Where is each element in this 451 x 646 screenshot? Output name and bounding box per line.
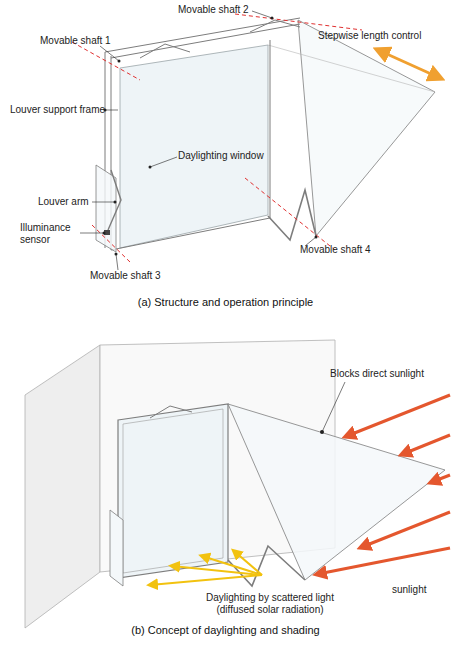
leader-line [150, 157, 177, 167]
leader-line [252, 11, 272, 18]
louver-panel [228, 404, 445, 580]
part-label: Movable shaft 4 [300, 244, 390, 256]
building-side [25, 345, 100, 628]
frame-rail [111, 218, 270, 250]
part-label: Movable shaft 1 [40, 35, 120, 47]
sun-ray [362, 512, 450, 547]
leader-dot [315, 236, 318, 239]
diffuse-ray [202, 556, 262, 575]
leader-dot [114, 201, 117, 204]
louver-arm [250, 20, 300, 32]
frame-rail [105, 18, 300, 52]
leader-dot [115, 253, 118, 256]
sun-ray [403, 435, 450, 454]
leader-dot [149, 166, 152, 169]
panel-a [72, 11, 440, 270]
panel-b [25, 340, 450, 628]
louver-arm [108, 170, 121, 230]
length-arrow [378, 50, 440, 78]
part-label: Louver arm [38, 196, 98, 208]
frame-rail [111, 24, 300, 58]
louver-panel [298, 20, 435, 236]
diffuse-ray [234, 551, 262, 575]
louver-panel [110, 510, 123, 586]
callout-label: Blocks direct sunlight [330, 368, 450, 380]
leader-line [80, 233, 104, 234]
window-frame [123, 409, 223, 573]
louver-arm [140, 44, 190, 58]
leader-dot [103, 232, 106, 235]
window-glass [118, 404, 228, 578]
leader-dot [271, 17, 274, 20]
figure-caption: (a) Structure and operation principle [0, 296, 451, 309]
part-label: Daylighting window [178, 150, 278, 162]
leader-dot [320, 430, 324, 434]
frame-post [270, 40, 271, 218]
leader-dot [118, 60, 121, 63]
part-label: Movable shaft 3 [90, 270, 180, 282]
leader-line [116, 254, 118, 270]
louver-arm [228, 546, 305, 586]
leader-line [92, 202, 115, 203]
sun-ray [318, 548, 450, 574]
leader-line [100, 46, 119, 61]
shaft-axis [72, 42, 140, 80]
leader-line [105, 110, 118, 111]
sun-ray [432, 475, 450, 482]
figure-caption: (b) Concept of daylighting and shading [0, 624, 451, 637]
part-label: Movable shaft 2 [178, 4, 258, 16]
louver-arm [150, 406, 192, 418]
ray-label: Daylighting by scattered light (diffused… [190, 592, 350, 616]
shaft-axis [92, 225, 130, 262]
control-label: Stepwise length control [318, 30, 438, 42]
louver-edge [268, 45, 435, 92]
part-label: Illuminance sensor [20, 222, 80, 246]
ray-label: sunlight [392, 584, 451, 596]
part-label: Louver support frame [10, 104, 120, 116]
sun-ray [347, 395, 450, 436]
window-glass [120, 45, 268, 248]
shaft-axis [235, 14, 362, 30]
diffuse-ray [150, 575, 262, 585]
shaft-axis [245, 178, 335, 250]
leader-line [322, 382, 345, 432]
